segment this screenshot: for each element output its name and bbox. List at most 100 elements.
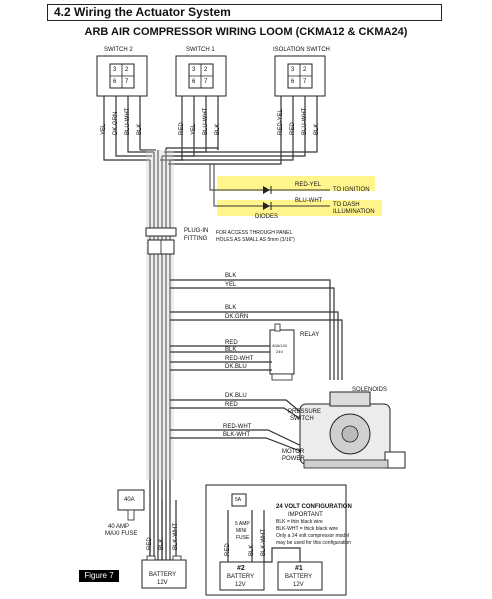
switch-1-label: SWITCH 1 bbox=[186, 47, 215, 53]
relay-face-2: 24V bbox=[276, 349, 284, 354]
switch-2-pin-6: 6 bbox=[113, 79, 117, 85]
sw2-wire-bluwht: BLU-WHT bbox=[125, 107, 131, 135]
sw1-wire-yel: YEL bbox=[191, 123, 197, 135]
motor-power-label: MOTOR bbox=[282, 449, 305, 455]
battery-main-label: BATTERY bbox=[149, 572, 177, 578]
plug-label: PLUG-IN bbox=[184, 228, 209, 234]
relay-face: 40A/14V bbox=[272, 343, 288, 348]
sol-wire-dkgrn: DK.GRN bbox=[225, 314, 249, 320]
battery-1-volt: 12V bbox=[293, 582, 304, 588]
fuse-40-shape bbox=[117, 489, 145, 521]
config-wire-blk: BLK bbox=[249, 544, 255, 556]
compressor bbox=[299, 391, 406, 469]
battery-main-shape bbox=[141, 555, 187, 589]
motor-wire-redwht: RED-WHT bbox=[223, 424, 252, 430]
main-bottom-wire-blk: BLK bbox=[159, 538, 165, 550]
sw1-wire-blk: BLK bbox=[215, 123, 221, 135]
fuse-40-label-2: MAXI FUSE bbox=[105, 531, 138, 537]
motor-lines bbox=[170, 429, 311, 455]
main-bottom-wire-red: RED bbox=[147, 537, 153, 550]
diodes-label: DIODES bbox=[255, 214, 279, 220]
switch-1-pin-3: 3 bbox=[192, 67, 196, 73]
solenoids-label: SOLENOIDS bbox=[352, 387, 388, 393]
pressure-wire-dkblu: DK.BLU bbox=[225, 393, 247, 399]
section-header: 4.2 Wiring the Actuator System bbox=[54, 5, 231, 19]
isolation-pin-6: 6 bbox=[291, 79, 295, 85]
iso-wire-redyel: RED-YEL bbox=[278, 108, 284, 135]
switch-2-pin-2: 2 bbox=[125, 67, 129, 73]
sol-wire-yel: YEL bbox=[225, 282, 237, 288]
plug-note-2: HOLES AS SMALL AS 5mm (3/16") bbox=[216, 237, 295, 243]
fuse-5-label-2: MINI bbox=[236, 528, 247, 534]
config-title: 24 VOLT CONFIGURATION bbox=[276, 504, 352, 510]
section-title: Wiring the Actuator System bbox=[74, 5, 231, 19]
relay-wire-red: RED bbox=[225, 340, 238, 346]
diode-1 bbox=[263, 186, 272, 194]
sw1-wire-bluwht: BLU-WHT bbox=[203, 107, 209, 135]
fuse-5-label: 5 AMP bbox=[235, 521, 250, 527]
diode-2 bbox=[263, 202, 272, 210]
relay-shape bbox=[269, 323, 295, 381]
ignition-dest-label: TO IGNITION bbox=[333, 187, 370, 193]
fuse-40-label: 40 AMP bbox=[108, 524, 130, 530]
pressure-wire-red: RED bbox=[225, 402, 238, 408]
battery-1-label: BATTERY bbox=[285, 574, 313, 580]
dash-highlight bbox=[217, 200, 382, 216]
battery-2-label: BATTERY bbox=[227, 574, 255, 580]
config-important: IMPORTANT bbox=[288, 512, 323, 518]
battery-1-tag: #1 bbox=[295, 565, 303, 572]
main-trunk bbox=[149, 148, 171, 560]
config-line-4: may be used for this configuration bbox=[276, 540, 352, 546]
sw1-wire-red: RED bbox=[179, 122, 185, 135]
battery-main-volt: 12V bbox=[157, 580, 168, 586]
sw2-wire-blk: BLK bbox=[137, 123, 143, 135]
pressure-switch-label: PRESSURE bbox=[288, 409, 322, 415]
isolation-switch-label: ISOLATION SWITCH bbox=[273, 47, 330, 53]
sw2-wire-yel: YEL bbox=[101, 123, 107, 135]
dash-dest-label: TO DASH bbox=[333, 202, 360, 208]
solenoid-lines bbox=[170, 279, 343, 380]
switch-2-pin-3: 3 bbox=[113, 67, 117, 73]
section-number: 4.2 bbox=[54, 5, 71, 19]
figure-tag: Figure 7 bbox=[79, 570, 119, 582]
switch-2-wires bbox=[103, 96, 156, 161]
switch-2-pin-7: 7 bbox=[125, 79, 129, 85]
main-bottom-wires bbox=[149, 500, 177, 560]
relay-lines bbox=[170, 345, 272, 371]
relay-wire-blk: BLK bbox=[225, 347, 237, 353]
config-line-2: BLK-WHT = thick black wire bbox=[276, 526, 339, 532]
battery-2-shape bbox=[219, 561, 265, 591]
relay-wire-dkblu: DK.BLU bbox=[225, 364, 247, 370]
sw2-wire-dkgrn: DK.GRN bbox=[113, 111, 119, 135]
fuse-40-face: 40A bbox=[124, 497, 135, 503]
battery-1-shape bbox=[277, 561, 323, 591]
plug-fitting-shape bbox=[145, 227, 177, 255]
plug-note: FOR ACCESS THROUGH PANEL bbox=[216, 230, 293, 236]
pressure-switch-label-2: SWITCH bbox=[290, 416, 314, 422]
fuse-5-shape bbox=[231, 493, 247, 507]
ignition-highlight bbox=[217, 176, 375, 191]
motor-wire-blkwht: BLK-WHT bbox=[223, 432, 250, 438]
plug-label-2: FITTING bbox=[184, 236, 208, 242]
switch-2-label: SWITCH 2 bbox=[104, 47, 133, 53]
config-wires bbox=[227, 510, 301, 563]
dash-dest-label-2: ILLUMINATION bbox=[333, 209, 375, 215]
fuse-5-label-3: FUSE bbox=[236, 535, 250, 541]
battery-2-tag: #2 bbox=[237, 565, 245, 572]
switch-1-pin-2: 2 bbox=[204, 67, 208, 73]
config-wire-red: RED bbox=[225, 543, 231, 556]
isolation-switch bbox=[274, 55, 326, 97]
relay-wire-redwht: RED-WHT bbox=[225, 356, 254, 362]
isolation-pin-2: 2 bbox=[303, 67, 307, 73]
switch-1 bbox=[175, 55, 227, 97]
config-line-3: Only a 24 volt compressor model bbox=[276, 533, 350, 539]
section-header-box bbox=[47, 4, 442, 21]
loom-sheath bbox=[146, 150, 174, 480]
switch-1-pin-7: 7 bbox=[204, 79, 208, 85]
main-bottom-wire-blkwht: BLK-WHT bbox=[173, 523, 179, 550]
relay-label: RELAY bbox=[300, 332, 320, 338]
sol-wire-blk-2: BLK bbox=[225, 305, 237, 311]
dash-wire-label: BLU-WHT bbox=[295, 198, 323, 204]
iso-wire-bluwht: BLU-WHT bbox=[302, 107, 308, 135]
